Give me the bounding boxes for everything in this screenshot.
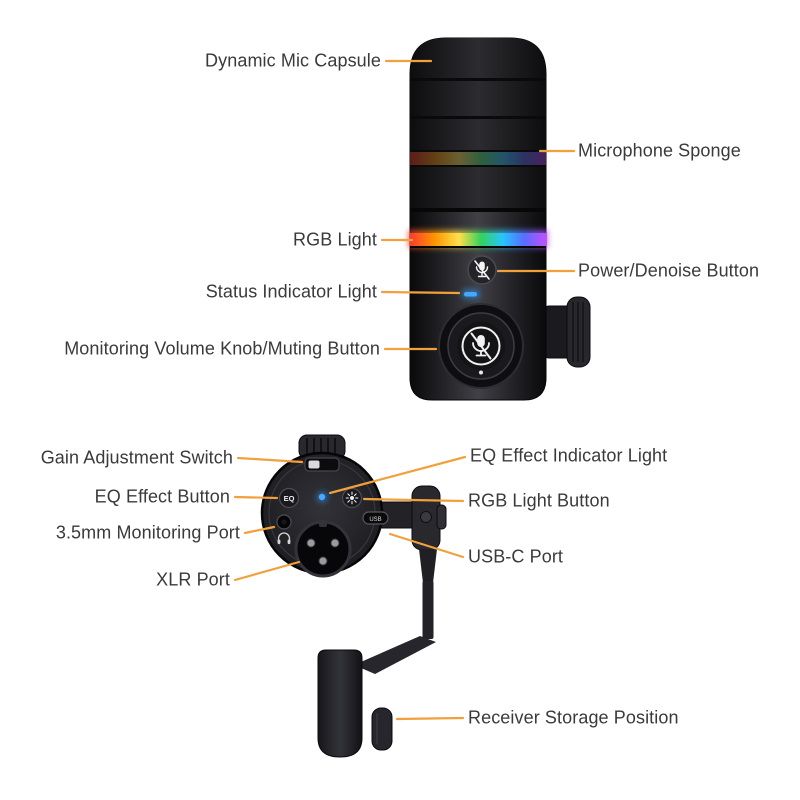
arm-neck bbox=[419, 549, 437, 583]
xlr-port-graphic bbox=[294, 520, 352, 578]
volume-knob-graphic bbox=[438, 303, 524, 389]
status-indicator-led bbox=[464, 292, 477, 297]
leader-eq-indicator bbox=[328, 455, 467, 495]
leader-lines bbox=[233, 59, 576, 721]
rgb-light-ring bbox=[410, 233, 546, 246]
eq-button-graphic: EQ bbox=[278, 487, 300, 509]
mic-sponge bbox=[410, 38, 546, 212]
power-denoise-button-graphic bbox=[467, 255, 497, 285]
label-status-indicator-light: Status Indicator Light bbox=[205, 281, 377, 302]
leader-usb-c bbox=[388, 532, 465, 559]
leader-eq-button bbox=[233, 495, 279, 500]
sponge-rgb-underglow bbox=[410, 152, 546, 165]
rgb-burst-icon bbox=[345, 491, 359, 505]
knob-indicator-dot bbox=[479, 370, 483, 375]
mute-mic-icon bbox=[470, 332, 492, 360]
label-receiver-storage-position: Receiver Storage Position bbox=[468, 707, 679, 728]
microphone-side-view bbox=[408, 37, 591, 401]
stand-post bbox=[317, 649, 363, 758]
side-mount-knob bbox=[542, 296, 591, 368]
leader-gain-switch bbox=[236, 456, 304, 464]
ring-lower-seam bbox=[410, 246, 546, 248]
label-power-denoise-button: Power/Denoise Button bbox=[578, 260, 760, 281]
leader-receiver bbox=[395, 716, 465, 721]
headphone-icon bbox=[277, 532, 291, 545]
leader-status-indicator bbox=[380, 290, 461, 295]
label-xlr-port: XLR Port bbox=[156, 569, 230, 590]
knurl-lines bbox=[572, 302, 584, 362]
label-gain-adjustment-switch: Gain Adjustment Switch bbox=[40, 447, 233, 468]
rgb-button-graphic bbox=[341, 487, 363, 509]
label-rgb-light-button: RGB Light Button bbox=[468, 490, 610, 511]
leader-monitoring-port bbox=[243, 525, 276, 535]
eq-button-text: EQ bbox=[284, 494, 295, 503]
label-rgb-light: RGB Light bbox=[293, 229, 377, 250]
label-usb-c-port: USB-C Port bbox=[468, 546, 564, 567]
microphone-bottom-view: EQ bbox=[260, 434, 447, 758]
sponge-seams bbox=[410, 78, 546, 212]
leader-rgb-button bbox=[362, 497, 465, 503]
label-eq-effect-button: EQ Effect Button bbox=[94, 486, 230, 507]
usb-c-port-graphic: USB bbox=[362, 511, 389, 525]
usb-port-text: USB bbox=[369, 517, 381, 523]
monitoring-port-graphic bbox=[276, 514, 292, 545]
label-monitoring-port: 3.5mm Monitoring Port bbox=[55, 522, 240, 543]
arm-rod bbox=[422, 581, 434, 639]
mic-slash-icon bbox=[474, 260, 490, 280]
leader-xlr bbox=[233, 560, 301, 582]
mount-bracket bbox=[411, 485, 447, 551]
label-microphone-sponge: Microphone Sponge bbox=[578, 140, 741, 161]
gain-switch-graphic bbox=[304, 457, 340, 472]
label-eq-effect-indicator-light: EQ Effect Indicator Light bbox=[470, 445, 668, 466]
eq-indicator-led bbox=[318, 493, 326, 501]
receiver bbox=[371, 707, 393, 751]
arm-elbow bbox=[354, 636, 436, 674]
label-dynamic-mic-capsule: Dynamic Mic Capsule bbox=[205, 50, 381, 71]
label-monitoring-volume-knob: Monitoring Volume Knob/Muting Button bbox=[64, 338, 380, 359]
